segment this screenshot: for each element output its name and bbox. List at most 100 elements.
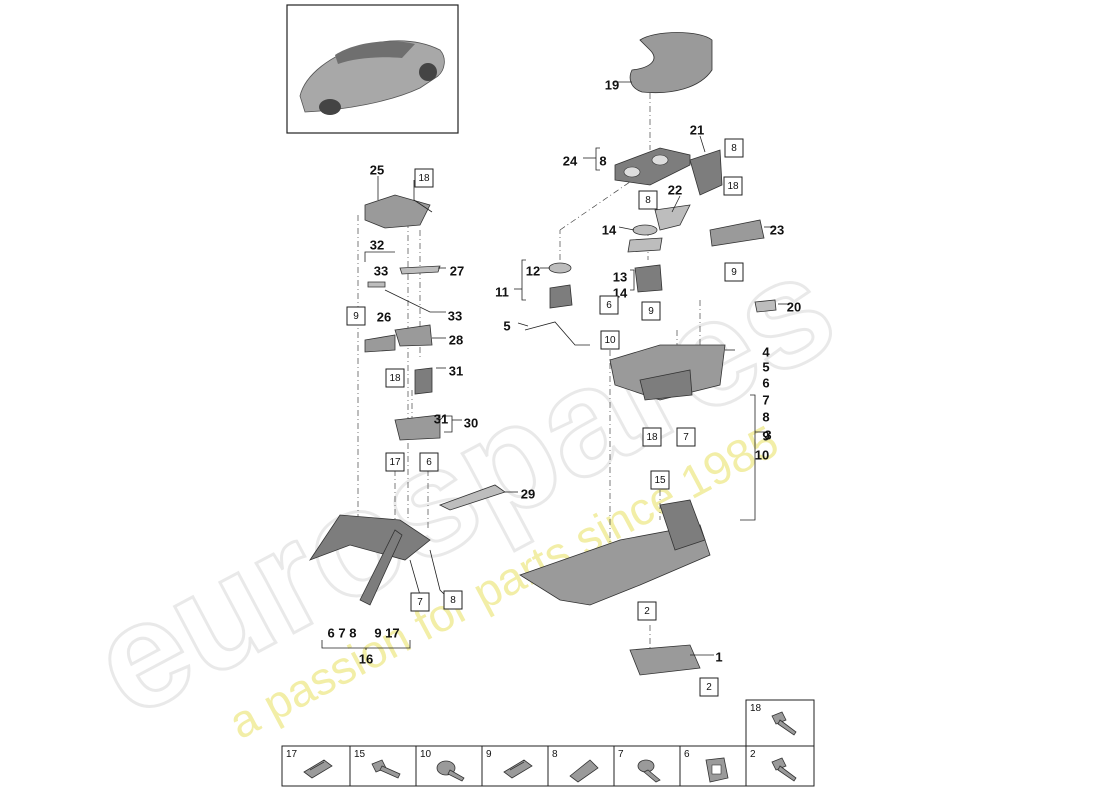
watermark: eurospares a passion for parts since 198… xyxy=(65,219,861,750)
ref-box-b9b: 9 xyxy=(641,301,661,321)
callout-c24: 24 xyxy=(563,153,578,168)
plate-part xyxy=(627,237,663,253)
callout-c31a: 31 xyxy=(449,363,463,378)
callout-c10: 10 xyxy=(755,447,769,462)
callout-c678: 6 7 8 xyxy=(328,625,357,640)
callout-c31b: 31 xyxy=(434,411,448,426)
ref-box-label: 8 xyxy=(731,143,737,154)
ref-box-b10: 10 xyxy=(600,330,620,350)
flange-screw-icon xyxy=(771,757,797,782)
ref-box-b15a: 15 xyxy=(650,470,670,490)
callout-c5b: 5 xyxy=(762,359,769,374)
strip-part xyxy=(399,265,441,275)
lower-console-part xyxy=(519,524,711,606)
ref-box-label: 8 xyxy=(450,595,456,606)
ref-box-label: 2 xyxy=(706,682,712,693)
callout-c7: 7 xyxy=(762,392,769,407)
ref-box-label: 8 xyxy=(645,195,651,206)
callout-c30: 30 xyxy=(464,415,478,430)
callout-c12: 12 xyxy=(526,263,540,278)
hex-bolt-icon xyxy=(371,759,401,779)
storage-mat-part xyxy=(654,204,691,231)
legend-number: 9 xyxy=(486,749,492,760)
callout-c33b: 33 xyxy=(448,308,462,323)
ref-box-label: 7 xyxy=(417,597,423,608)
ref-box-label: 2 xyxy=(644,606,650,617)
callout-c6: 6 xyxy=(762,375,769,390)
vehicle-thumbnail xyxy=(286,4,459,134)
callout-c8: 8 xyxy=(762,409,769,424)
ref-box-label: 9 xyxy=(353,311,359,322)
legend-cell-l8: 8 xyxy=(552,749,599,783)
legend-number: 8 xyxy=(552,749,558,760)
panel-28-part xyxy=(394,324,433,347)
expansion-rivet-icon xyxy=(436,760,465,782)
legend-number: 2 xyxy=(750,749,756,760)
callout-c19: 19 xyxy=(605,77,619,92)
legend-number: 15 xyxy=(354,749,366,760)
ref-box-label: 18 xyxy=(389,373,401,384)
callout-c11: 11 xyxy=(495,284,509,299)
legend-cell-l17: 17 xyxy=(286,749,333,779)
callout-c32: 32 xyxy=(370,237,384,252)
ref-box-b2a: 2 xyxy=(637,601,657,621)
callout-c3: 3 xyxy=(764,427,771,442)
ref-box-b18c: 18 xyxy=(385,368,405,388)
callout-c25: 25 xyxy=(370,162,384,177)
legend-cell-l7: 7 xyxy=(618,749,661,783)
ref-box-label: 15 xyxy=(654,475,666,486)
bracket-part xyxy=(524,321,590,346)
callout-c24b: 8 xyxy=(599,153,606,168)
clip-nut-icon xyxy=(303,759,333,779)
mechanism-part xyxy=(394,414,441,441)
cup-holder-trim-part xyxy=(614,147,691,186)
legend-number: 17 xyxy=(286,749,298,760)
ref-box-label: 18 xyxy=(727,181,739,192)
callout-c26: 26 xyxy=(377,309,391,324)
callout-c27: 27 xyxy=(450,263,464,278)
ref-box-b18b: 18 xyxy=(723,176,743,196)
upper-console-part xyxy=(609,344,726,401)
clip-nut-icon xyxy=(503,759,533,779)
callout-c33a: 33 xyxy=(374,263,388,278)
callout-c917: 9 17 xyxy=(374,625,399,640)
callout-c21: 21 xyxy=(690,122,704,137)
ref-box-b2b: 2 xyxy=(699,677,719,697)
ref-box-b9c: 9 xyxy=(346,306,366,326)
disc-small-part xyxy=(548,262,572,274)
ref-box-b17a: 17 xyxy=(385,452,405,472)
ref-box-b6b: 6 xyxy=(419,452,439,472)
panel-part xyxy=(364,334,396,353)
spreader-nut-icon xyxy=(569,759,599,783)
bracket-frame-part xyxy=(308,514,431,561)
ref-box-b6a: 6 xyxy=(599,295,619,315)
ref-box-label: 18 xyxy=(418,173,430,184)
ref-box-label: 6 xyxy=(426,457,432,468)
legend-cell-l15: 15 xyxy=(354,749,401,779)
callout-c29: 29 xyxy=(521,486,535,501)
callout-c23: 23 xyxy=(770,222,784,237)
ref-box-label: 17 xyxy=(389,457,401,468)
ref-box-label: 6 xyxy=(606,300,612,311)
disc-part xyxy=(632,224,658,236)
ref-box-b7b: 7 xyxy=(410,592,430,612)
control-unit-part xyxy=(364,194,431,229)
ref-box-b8a: 8 xyxy=(724,138,744,158)
bracket-clip-icon xyxy=(705,757,729,783)
callout-c28: 28 xyxy=(449,332,463,347)
ref-box-label: 9 xyxy=(648,306,654,317)
cup-part xyxy=(634,264,663,293)
legend-number: 7 xyxy=(618,749,624,760)
switch-panel-part xyxy=(689,149,723,196)
callout-c1: 1 xyxy=(715,649,722,664)
clip-part xyxy=(754,299,777,313)
ref-box-label: 7 xyxy=(683,432,689,443)
legend-number: 6 xyxy=(684,749,690,760)
legend-cell-l9: 9 xyxy=(486,749,533,779)
callout-c16: 16 xyxy=(359,651,373,666)
ref-box-b9a: 9 xyxy=(724,262,744,282)
push-rivet-icon xyxy=(637,759,661,783)
